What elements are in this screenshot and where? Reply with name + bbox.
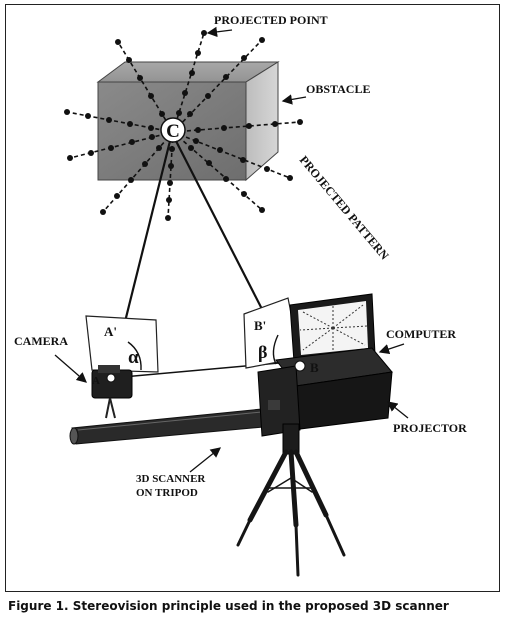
tripod <box>236 423 346 577</box>
computer-arrow <box>378 343 405 355</box>
stereovision-diagram: C A' α B' β A <box>14 13 467 577</box>
alpha-label: α <box>128 347 139 368</box>
scanner-label-line1: 3D SCANNER <box>136 473 206 485</box>
point-a-label: A <box>92 375 100 387</box>
camera-image-plane <box>85 315 159 373</box>
scanner-label-line2: ON TRIPOD <box>136 487 198 499</box>
projected-dots <box>64 30 303 221</box>
scanner-arrow <box>189 447 222 473</box>
projector-arrow <box>386 401 409 419</box>
b-prime-label: B' <box>254 318 266 333</box>
point-c-marker: C <box>160 117 186 143</box>
computer-base <box>257 347 393 437</box>
projected-point-arrow <box>206 26 233 38</box>
obstacle-arrow <box>281 94 307 105</box>
projected-point-label: PROJECTED POINT <box>214 13 328 27</box>
point-b-marker <box>294 360 306 372</box>
projected-pattern-label: PROJECTED PATTERN <box>297 153 392 263</box>
point-b-label: B <box>310 360 319 375</box>
camera-body <box>91 365 133 419</box>
beta-label: β <box>258 342 267 362</box>
point-c-label: C <box>166 121 180 142</box>
computer-label: COMPUTER <box>386 327 456 341</box>
point-a-marker <box>106 373 116 383</box>
camera-label: CAMERA <box>14 334 68 348</box>
obstacle-label: OBSTACLE <box>306 82 370 96</box>
projector-label: PROJECTOR <box>393 421 467 435</box>
a-prime-label: A' <box>104 324 117 339</box>
camera-arrow <box>54 354 87 383</box>
figure-caption: Figure 1. Stereovision principle used in… <box>8 599 449 613</box>
